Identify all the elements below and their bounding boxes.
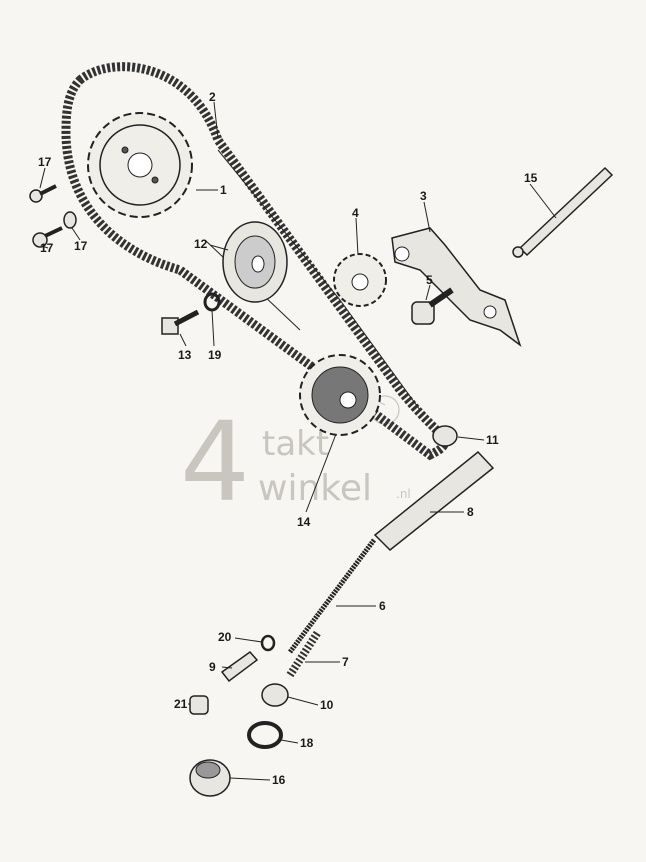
tensioner-sleeve (373, 450, 495, 552)
callout-15: 15 (524, 171, 538, 185)
callout-9: 9 (209, 660, 216, 674)
callout-2: 2 (209, 90, 216, 104)
callout-3: 3 (420, 189, 427, 203)
spring (286, 629, 322, 678)
bolts-17 (29, 184, 77, 248)
push-rod (288, 538, 376, 654)
leader-lines (39, 101, 557, 781)
callout-1: 1 (220, 183, 227, 197)
o-ring-20 (260, 634, 276, 652)
pivot-pin (512, 166, 614, 258)
callout-6: 6 (379, 599, 386, 613)
callout-17: 17 (74, 239, 88, 253)
callout-18: 18 (300, 736, 314, 750)
callout-10: 10 (320, 698, 334, 712)
lock-nut (189, 695, 209, 715)
tensioner-roller (222, 221, 288, 303)
sealing-cap (189, 759, 231, 797)
callout-11: 11 (486, 433, 499, 447)
callout-4: 4 (352, 206, 359, 220)
bolt-5 (411, 287, 454, 325)
watermark-line1: takt (262, 424, 329, 464)
gasket-18 (247, 721, 283, 749)
callout-17: 17 (38, 155, 52, 169)
callout-5: 5 (426, 273, 433, 287)
watermark-logo: 4 takt winkel .nl (180, 384, 411, 526)
watermark-suffix: .nl (396, 487, 411, 501)
tensioner-arm (391, 227, 522, 348)
callout-7: 7 (342, 655, 349, 669)
callout-19: 19 (208, 348, 222, 362)
tensioner-bolt-10 (261, 683, 289, 707)
callout-14: 14 (297, 515, 311, 529)
guide-sprocket (333, 253, 387, 307)
camshaft-sprocket (87, 112, 193, 218)
callout-12: 12 (194, 237, 208, 251)
callout-8: 8 (467, 505, 474, 519)
bolt-13 (161, 309, 200, 335)
adjust-bolt (220, 650, 259, 683)
callout-16: 16 (272, 773, 286, 787)
callout-21: 21 (174, 697, 188, 711)
callout-20: 20 (218, 630, 232, 644)
watermark-numeral: 4 (180, 398, 250, 526)
callout-13: 13 (178, 348, 192, 362)
push-rod-cap (432, 425, 458, 447)
callout-17: 17 (40, 241, 54, 255)
crank-sprocket (299, 354, 381, 436)
